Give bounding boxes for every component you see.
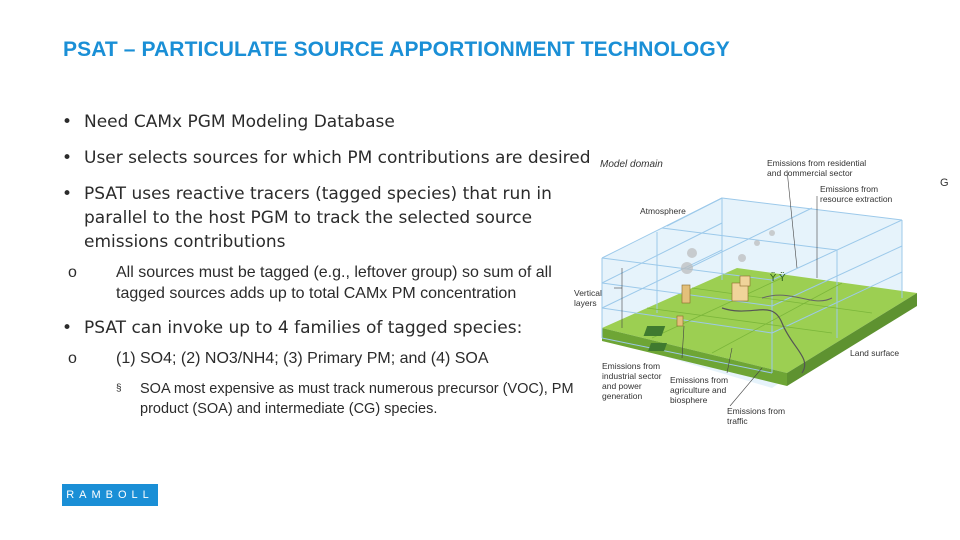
bullet-marker: •	[62, 112, 73, 132]
bullet-text: User selects sources for which PM contri…	[84, 148, 591, 168]
emissions-resource-label: Emissions from resource extraction	[820, 184, 893, 204]
svg-text:Ϋ Ϋ: Ϋ Ϋ	[769, 271, 786, 284]
bullet-text: PSAT uses reactive tracers (tagged speci…	[84, 184, 552, 252]
ramboll-logo: RAMBOLL	[62, 484, 158, 506]
sub-bullet-item: o All sources must be tagged (e.g., left…	[62, 262, 592, 304]
sub-bullet-item: o (1) SO4; (2) NO3/NH4; (3) Primary PM; …	[62, 348, 592, 369]
bullet-text: All sources must be tagged (e.g., leftov…	[116, 264, 552, 302]
bullet-marker: •	[62, 184, 73, 204]
cut-off-label: G	[940, 177, 949, 189]
emissions-industrial-label: Emissions from industrial sector and pow…	[602, 361, 662, 401]
grid-illustration: Ϋ Ϋ	[601, 169, 917, 407]
bullet-list: • Need CAMx PGM Modeling Database • User…	[62, 110, 592, 419]
model-domain-label: Model domain	[600, 159, 663, 170]
bullet-text: PSAT can invoke up to 4 families of tagg…	[84, 318, 523, 338]
atmosphere-label: Atmosphere	[640, 206, 686, 216]
bullet-item: • Need CAMx PGM Modeling Database	[62, 110, 592, 134]
vertical-layers-label: Vertical layers	[574, 288, 602, 308]
sub-sub-bullet-item: § SOA most expensive as must track numer…	[62, 379, 592, 419]
bullet-item: • PSAT uses reactive tracers (tagged spe…	[62, 182, 592, 254]
emissions-traffic-label: Emissions from traffic	[727, 406, 786, 426]
slide-title: PSAT – PARTICULATE SOURCE APPORTIONMENT …	[63, 38, 730, 61]
bullet-marker: §	[116, 383, 122, 394]
emissions-residential-label: Emissions from residential and commercia…	[767, 158, 867, 178]
land-surface-label: Land surface	[850, 348, 900, 358]
bullet-marker: o	[68, 350, 77, 367]
bullet-item: • PSAT can invoke up to 4 families of ta…	[62, 316, 592, 340]
bullet-text: Need CAMx PGM Modeling Database	[84, 112, 395, 132]
bullet-item: • User selects sources for which PM cont…	[62, 146, 592, 170]
bullet-text: SOA most expensive as must track numerou…	[140, 381, 574, 417]
emissions-agriculture-label: Emissions from agriculture and biosphere	[670, 375, 729, 405]
bullet-marker: •	[62, 318, 73, 338]
bullet-text: (1) SO4; (2) NO3/NH4; (3) Primary PM; an…	[116, 350, 489, 367]
bullet-marker: •	[62, 148, 73, 168]
model-domain-diagram: Ϋ Ϋ Model domain Atmosphere Vertical lay…	[572, 148, 950, 438]
bullet-marker: o	[68, 264, 77, 281]
